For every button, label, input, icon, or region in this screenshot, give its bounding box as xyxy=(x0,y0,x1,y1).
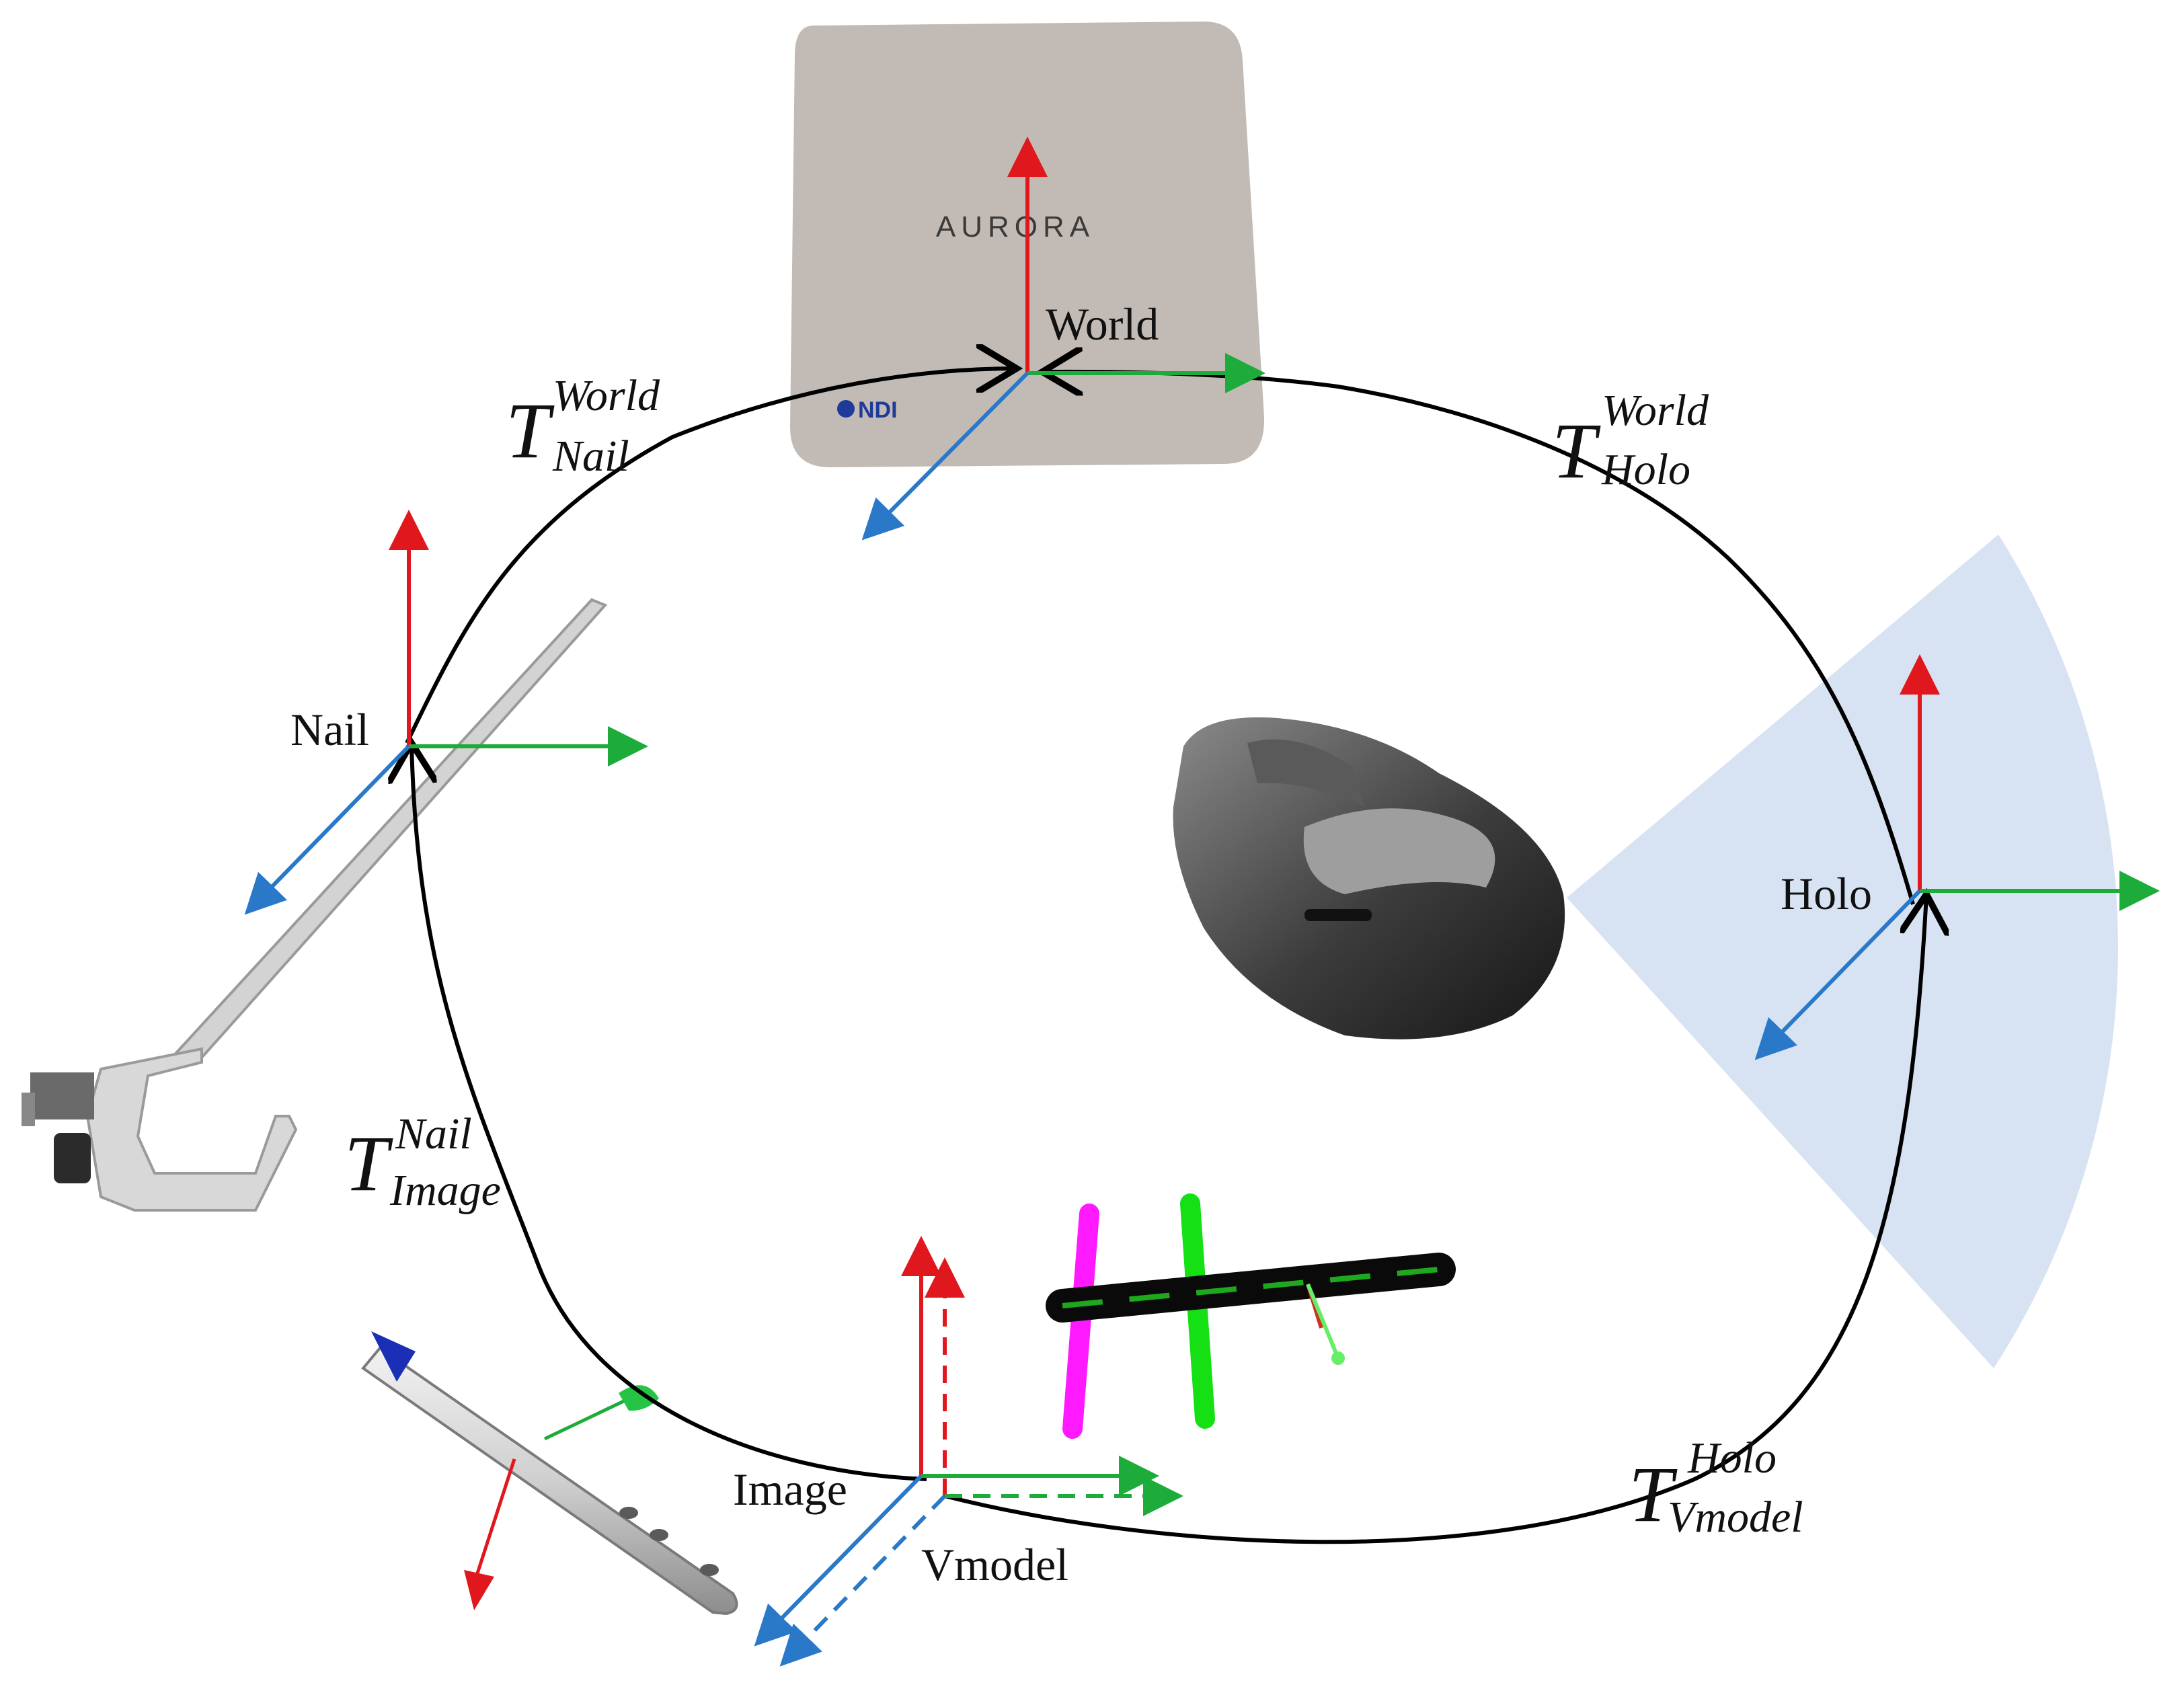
svg-text:Image: Image xyxy=(389,1166,501,1215)
holo-frame-label: Holo xyxy=(1781,868,1872,919)
world-frame-label: World xyxy=(1046,299,1159,350)
aurora-logo: AURORA xyxy=(936,210,1095,243)
ndi-logo-icon xyxy=(837,400,855,418)
svg-text:Nail: Nail xyxy=(552,432,629,481)
image-frame-label: Image xyxy=(733,1464,847,1515)
nail-frame-label: Nail xyxy=(290,704,369,755)
svg-text:World: World xyxy=(1602,386,1709,435)
vmodel-frame-label: Vmodel xyxy=(921,1539,1068,1590)
transform-label-nail-to-world: T World Nail xyxy=(506,371,660,481)
world-z-axis xyxy=(861,371,1029,541)
svg-text:Holo: Holo xyxy=(1601,445,1690,494)
virtual-model-render xyxy=(1046,1193,1456,1439)
nail-z-axis xyxy=(244,744,411,915)
holo-frame-axes xyxy=(1754,654,2160,1060)
holo-field-of-view-sector xyxy=(1567,535,2118,1368)
arrow-nail-to-world xyxy=(405,368,1017,744)
arrow-vmodel-to-holo xyxy=(944,894,1926,1544)
image-frame-axes xyxy=(754,1236,1159,1647)
intramedullary-nail-image xyxy=(22,598,608,1212)
transform-label-vmodel-to-holo: T Holo Vmodel xyxy=(1629,1433,1803,1542)
svg-text:Vmodel: Vmodel xyxy=(1668,1493,1803,1542)
vmodel-z-axis xyxy=(779,1494,947,1667)
vmodel-frame-axes xyxy=(779,1257,1183,1667)
transform-label-holo-to-world: T World Holo xyxy=(1552,386,1709,495)
arrow-image-to-nail xyxy=(412,743,927,1481)
svg-text:Nail: Nail xyxy=(395,1109,472,1158)
holo-z-axis xyxy=(1754,889,1922,1060)
svg-text:Holo: Holo xyxy=(1687,1433,1777,1483)
svg-text:T: T xyxy=(1552,407,1601,495)
implant-model-render xyxy=(361,1331,738,1616)
svg-text:T: T xyxy=(344,1119,393,1208)
ndi-logo-text: NDI xyxy=(858,397,898,423)
transform-label-image-to-nail: T Nail Image xyxy=(344,1109,501,1215)
transform-loop xyxy=(405,368,1926,1544)
svg-text:T: T xyxy=(506,387,555,475)
nail-frame-axes xyxy=(244,510,648,915)
image-z-axis xyxy=(754,1474,923,1647)
world-frame-axes xyxy=(861,136,1265,541)
hololens-headset-image xyxy=(1173,717,1565,1039)
svg-text:T: T xyxy=(1629,1450,1678,1538)
svg-text:World: World xyxy=(553,371,660,420)
